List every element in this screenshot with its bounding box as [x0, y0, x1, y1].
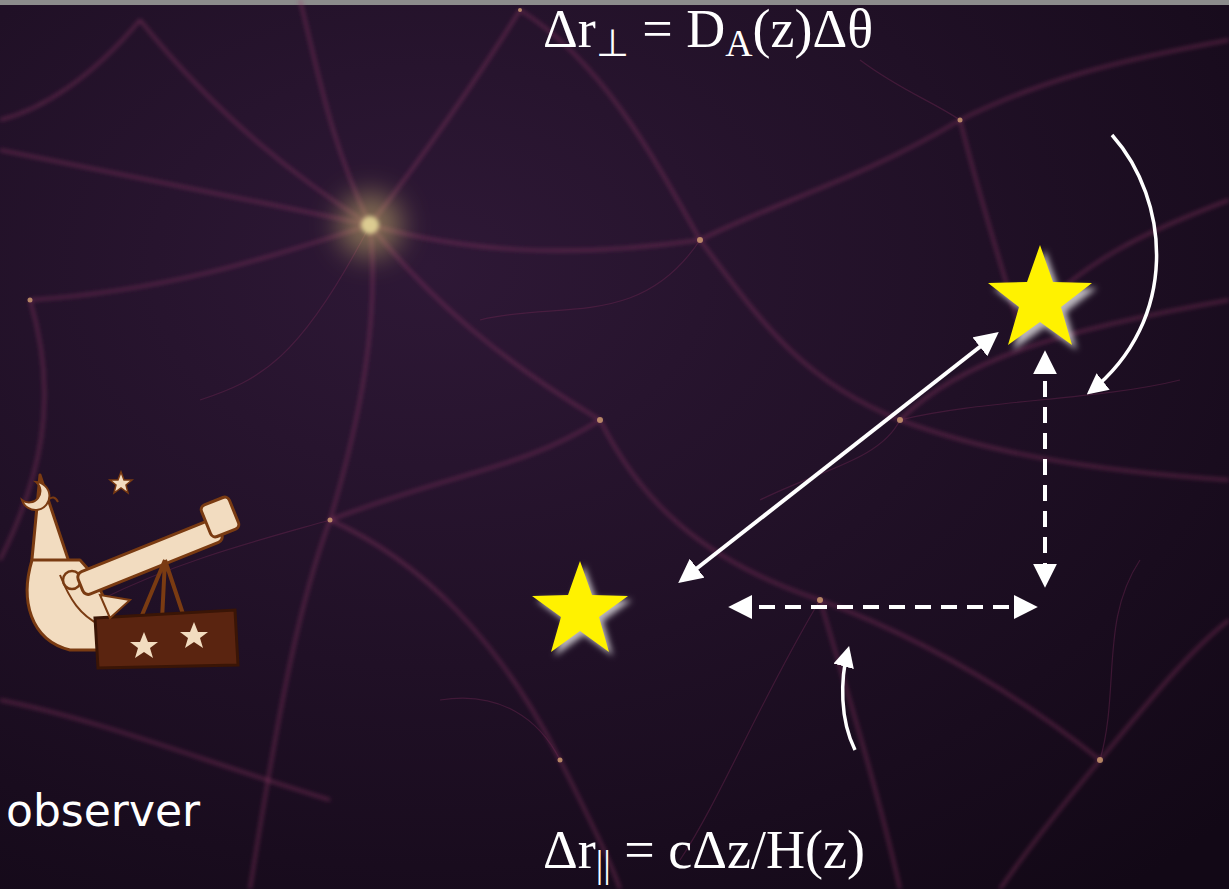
star-symbol — [988, 245, 1097, 350]
thin-filaments — [100, 60, 1180, 860]
parallel-arrow — [733, 605, 1033, 609]
cluster-core — [361, 216, 379, 234]
cluster-glow — [338, 193, 402, 257]
formula-label: Δr⊥ = DA(z)Δθ — [543, 0, 873, 65]
observer-label: observer — [6, 787, 200, 835]
halos — [28, 8, 1104, 763]
top-strip — [0, 0, 1229, 5]
observer-icon — [22, 472, 240, 668]
leader-line — [843, 650, 855, 750]
formula-label: Δr|| = cΔz/H(z) — [543, 821, 865, 886]
separation-arrow — [682, 335, 995, 580]
star-symbol — [532, 561, 632, 656]
perpendicular-arrow — [1043, 355, 1047, 583]
leader-line — [1090, 135, 1157, 392]
